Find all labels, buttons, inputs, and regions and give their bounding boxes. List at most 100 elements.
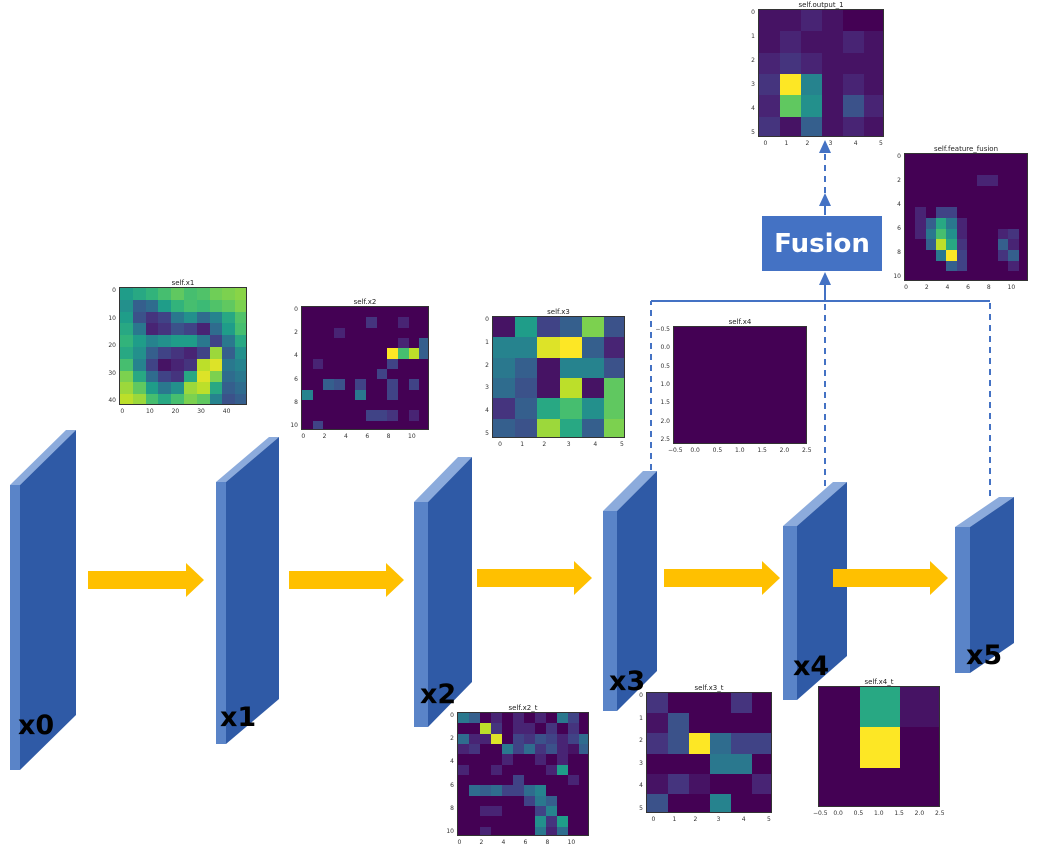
heatmap-cell (977, 186, 989, 198)
heatmap-cell (710, 733, 732, 755)
heatmap-cell (537, 357, 561, 379)
heatmap-cell (502, 723, 514, 735)
heatmap-cell (998, 175, 1009, 187)
heatmap-cell (323, 379, 335, 391)
heatmap-cell (668, 773, 690, 795)
heatmap-cell (647, 693, 669, 714)
x-tick-label: 0 (904, 284, 908, 291)
heatmap-cell (323, 327, 335, 339)
heatmap-cell (376, 389, 388, 401)
heatmap-cell (568, 806, 580, 817)
heatmap-cell (184, 288, 198, 301)
x-tick-label: 2.5 (935, 810, 945, 817)
heatmap-cell (998, 239, 1009, 251)
heatmap-cell (987, 239, 999, 251)
y-tick-label: 4 (751, 105, 755, 112)
y-tick-label: 4 (294, 352, 298, 360)
heatmap-cell (936, 218, 947, 230)
heatmap-cell (535, 744, 547, 755)
heatmap-cell (355, 338, 367, 349)
heatmap-cell (344, 358, 356, 370)
heatmap-grid (492, 316, 625, 438)
heatmap-cell (987, 271, 999, 280)
heatmap-cell (196, 370, 211, 383)
layer-block-x5 (955, 497, 1014, 673)
heatmap-cell (967, 239, 978, 251)
heatmap-cell (235, 347, 246, 360)
heatmap-cell (524, 744, 536, 755)
heatmap-cell (998, 186, 1009, 198)
flow-arrows (88, 561, 948, 597)
heatmap-cell (469, 775, 481, 786)
heatmap-cell (132, 394, 147, 404)
heatmap-cell (689, 773, 711, 795)
heatmap-cell (557, 713, 569, 724)
heatmap-cell (513, 826, 525, 835)
heatmap-cell (366, 410, 378, 422)
heatmap-cell (1018, 154, 1027, 166)
heatmap-cell (977, 228, 989, 240)
heatmap-cell (936, 239, 947, 251)
heatmap-cell (171, 370, 185, 383)
heatmap-cell (323, 389, 335, 401)
heatmap-cell (132, 358, 147, 372)
heatmap-cell (905, 271, 916, 280)
heatmap-cell (864, 116, 883, 136)
heatmap-cell (524, 723, 536, 735)
heatmap-cell (235, 323, 246, 336)
heatmap-grid (904, 153, 1028, 281)
x-tick-label: 3 (828, 140, 833, 147)
heatmap-cell (915, 228, 927, 240)
heatmap-cell (557, 754, 569, 766)
heatmap-cell (905, 175, 916, 187)
heatmap-cell (915, 175, 927, 187)
heatmap-cell (998, 218, 1009, 230)
heatmap-cell (184, 382, 198, 395)
x-tick-label: 4 (344, 433, 348, 440)
heatmap-cell (366, 338, 378, 349)
heatmap-cell (998, 228, 1009, 240)
heatmap-cell (366, 348, 378, 360)
heatmap-cell (184, 299, 198, 313)
heatmap-cell (915, 260, 927, 272)
heatmap-cell (579, 795, 588, 807)
heatmap-cell (209, 347, 223, 360)
x-tick-label: 8 (386, 433, 391, 440)
heatmap-cell (480, 733, 492, 745)
heatmap-cell (158, 370, 172, 383)
x-tick-label: 0 (498, 441, 502, 448)
heatmap-cell (491, 785, 503, 797)
heatmap-cell (535, 806, 547, 817)
heatmap-cell (196, 299, 211, 313)
heatmap-cell (915, 186, 927, 198)
heatmap-cell (759, 52, 781, 75)
layer-top-face (783, 482, 847, 526)
heatmap-cell (936, 154, 947, 166)
heatmap-cell (915, 239, 927, 251)
heatmap-cell (419, 379, 428, 391)
flow-arrow-shape (833, 561, 948, 595)
heatmap-cell (915, 154, 927, 166)
heatmap-cell (987, 164, 999, 176)
heatmap-cell (312, 348, 324, 360)
heatmap-cell (513, 754, 525, 766)
y-tick-label: 1.5 (660, 399, 670, 407)
heatmap-cell (946, 196, 958, 208)
heatmap-cell (998, 207, 1009, 219)
heatmap-cell (312, 307, 324, 318)
heatmap-cell (524, 785, 536, 797)
heatmap-cell (780, 31, 802, 54)
heatmap-cell (408, 307, 420, 318)
heatmap-cell (480, 816, 492, 828)
heatmap-cell (419, 327, 428, 339)
heatmap-cell (557, 795, 569, 807)
x-tick-label: 1 (520, 441, 525, 448)
heatmap-cell (557, 744, 569, 755)
heatmap-cell (387, 338, 399, 349)
heatmap-cell (184, 394, 198, 404)
heatmap-cell (936, 196, 947, 208)
layer-side-face (428, 457, 472, 727)
heatmap-cell (158, 311, 172, 324)
x-tick-label: 2 (924, 284, 929, 291)
heatmap-cell (344, 307, 356, 318)
